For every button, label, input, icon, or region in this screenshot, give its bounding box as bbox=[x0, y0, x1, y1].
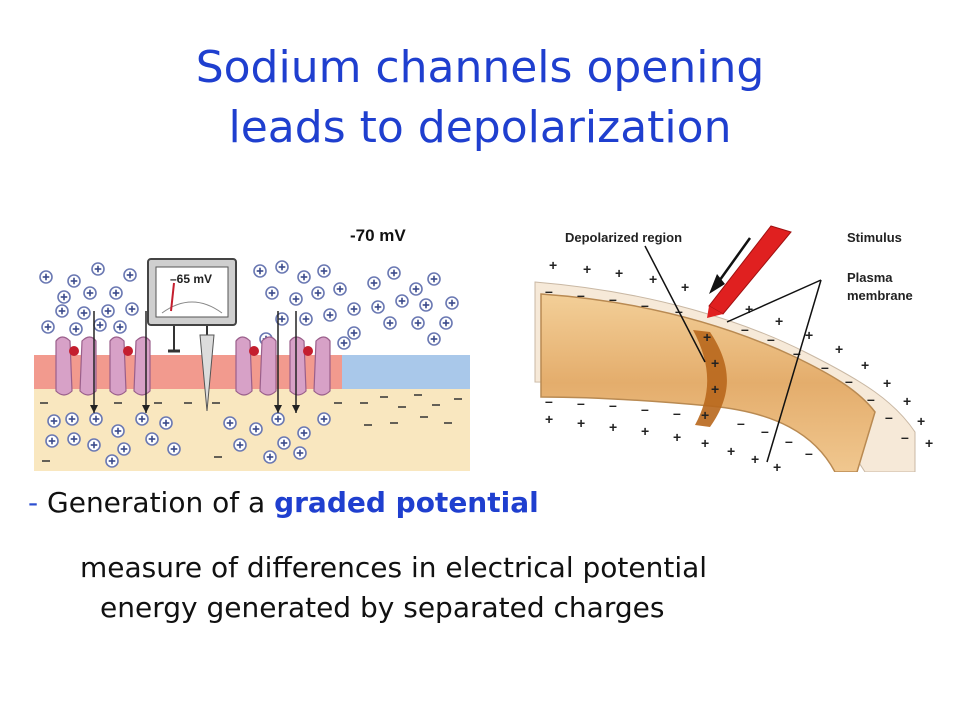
bullet-point: - Generation of a graded potential bbox=[28, 486, 539, 519]
svg-text:+: + bbox=[745, 301, 753, 317]
svg-text:–: – bbox=[901, 429, 909, 445]
meter-reading: –65 mV bbox=[170, 272, 212, 286]
svg-text:+: + bbox=[835, 341, 843, 357]
svg-text:–: – bbox=[761, 423, 769, 439]
svg-text:–: – bbox=[885, 409, 893, 425]
svg-text:–: – bbox=[741, 321, 749, 337]
svg-text:+: + bbox=[773, 459, 781, 472]
label-depolarized-region: Depolarized region bbox=[565, 230, 682, 245]
svg-text:–: – bbox=[805, 445, 813, 461]
resting-membrane bbox=[342, 355, 470, 389]
voltmeter: –65 mV bbox=[147, 258, 237, 412]
svg-text:+: + bbox=[861, 357, 869, 373]
membrane-pointer-2 bbox=[766, 279, 822, 463]
svg-text:+: + bbox=[577, 415, 585, 431]
positive-ions bbox=[39, 260, 459, 468]
svg-text:–: – bbox=[609, 291, 617, 307]
svg-text:+: + bbox=[917, 413, 925, 429]
stimulus-arrow bbox=[715, 237, 752, 285]
svg-text:–: – bbox=[845, 373, 853, 389]
svg-text:–: – bbox=[577, 287, 585, 303]
svg-text:+: + bbox=[641, 423, 649, 439]
bullet-highlight: graded potential bbox=[274, 486, 539, 519]
bullet-prefix: Generation of a bbox=[47, 486, 275, 519]
bullet-dash: - bbox=[28, 486, 39, 519]
depolarized-region-band bbox=[693, 330, 727, 427]
label-stimulus: Stimulus bbox=[847, 230, 902, 245]
sodium-channels bbox=[55, 311, 331, 413]
depolarized-region-pointer bbox=[644, 245, 706, 363]
svg-text:+: + bbox=[615, 265, 623, 281]
svg-text:–: – bbox=[867, 391, 875, 407]
svg-text:–: – bbox=[545, 393, 553, 409]
svg-text:+: + bbox=[903, 393, 911, 409]
svg-text:–: – bbox=[793, 345, 801, 361]
description-line-1: measure of differences in electrical pot… bbox=[80, 551, 708, 584]
resting-voltage-label: -70 mV bbox=[350, 226, 406, 245]
svg-text:+: + bbox=[701, 435, 709, 451]
stimulus-probe bbox=[707, 225, 792, 318]
svg-text:–: – bbox=[737, 415, 745, 431]
svg-text:+: + bbox=[711, 381, 719, 397]
label-plasma: Plasma bbox=[847, 270, 893, 285]
svg-text:+: + bbox=[703, 329, 711, 345]
svg-text:–: – bbox=[641, 401, 649, 417]
svg-text:–: – bbox=[609, 397, 617, 413]
title-line-2: leads to depolarization bbox=[228, 102, 732, 153]
svg-text:+: + bbox=[549, 257, 557, 273]
svg-text:–: – bbox=[821, 359, 829, 375]
title-line-1: Sodium channels opening bbox=[195, 42, 765, 93]
svg-text:+: + bbox=[673, 429, 681, 445]
svg-text:+: + bbox=[545, 411, 553, 427]
svg-text:–: – bbox=[577, 395, 585, 411]
svg-text:+: + bbox=[727, 443, 735, 459]
svg-text:–: – bbox=[641, 297, 649, 313]
slide-title: Sodium channels opening leads to depolar… bbox=[0, 38, 960, 158]
svg-text:–: – bbox=[545, 283, 553, 299]
svg-text:+: + bbox=[751, 451, 759, 467]
svg-text:+: + bbox=[805, 327, 813, 343]
svg-text:+: + bbox=[681, 279, 689, 295]
svg-text:+: + bbox=[711, 355, 719, 371]
svg-text:+: + bbox=[775, 313, 783, 329]
description-line-2: energy generated by separated charges bbox=[100, 591, 665, 624]
negative-charges bbox=[40, 394, 462, 462]
svg-text:–: – bbox=[785, 433, 793, 449]
label-membrane: membrane bbox=[847, 288, 913, 303]
svg-text:+: + bbox=[925, 435, 933, 451]
svg-text:+: + bbox=[609, 419, 617, 435]
svg-text:–: – bbox=[767, 331, 775, 347]
axon-diagram: +++++++++++++++––––––––––––––––––––––+++… bbox=[534, 225, 933, 472]
svg-text:+: + bbox=[883, 375, 891, 391]
membrane-pointer-1 bbox=[726, 279, 822, 323]
svg-text:+: + bbox=[649, 271, 657, 287]
description: measure of differences in electrical pot… bbox=[80, 548, 707, 628]
ion-channel-diagram: –65 mV bbox=[34, 253, 470, 471]
svg-text:+: + bbox=[583, 261, 591, 277]
svg-text:–: – bbox=[673, 405, 681, 421]
svg-text:+: + bbox=[701, 407, 709, 423]
